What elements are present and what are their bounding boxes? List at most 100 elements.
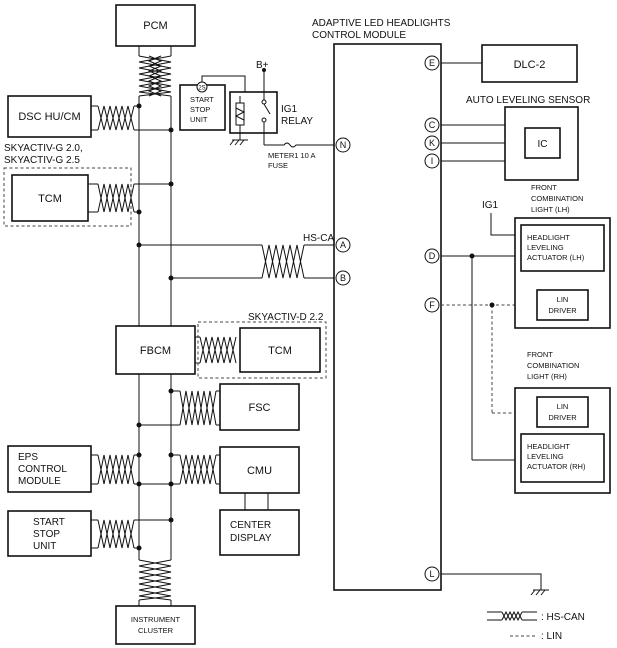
front-lh-label-2: COMBINATION [531, 194, 583, 203]
pin-d: D [424, 248, 440, 264]
skyactiv-g-label-2: SKYACTIV-G 2.5 [4, 155, 80, 166]
connector-2s-label: 2S [198, 86, 205, 92]
pin-n: N [335, 137, 351, 153]
front-lh-group: FRONT COMBINATION LIGHT (LH) IG1 HEADLIG… [482, 183, 611, 329]
center-display-label-2: DISPLAY [230, 533, 272, 544]
ground-icon-module [530, 589, 549, 596]
fsc-label: FSC [249, 402, 271, 414]
pcm-module: PCM [115, 4, 196, 47]
actuator-lh-label-2: LEVELING [527, 243, 564, 252]
branch-eps [91, 452, 174, 487]
actuator-rh-label-2: LEVELING [527, 452, 564, 461]
front-lh-label-1: FRONT [531, 183, 557, 192]
actuator-lh-label-1: HEADLIGHT [527, 233, 570, 242]
pin-i: I [424, 153, 440, 169]
pin-b: B [335, 270, 351, 286]
fuse-label-1: METER1 10 A [268, 151, 316, 160]
branch-sss [91, 517, 174, 551]
branch-dsc [91, 103, 174, 133]
ig1-relay-icon [229, 91, 278, 134]
svg-text:L: L [429, 569, 434, 579]
power-circuit: START STOP UNIT 2S B+ IG1 RELAY METER1 1… [179, 60, 334, 170]
lin-driver-rh-label-2: DRIVER [548, 413, 577, 422]
lin-driver-lh-label-1: LIN [557, 295, 569, 304]
center-display-label-1: CENTER [230, 520, 271, 531]
small-start-stop-label-2: STOP [190, 105, 210, 114]
svg-text:B: B [340, 273, 346, 283]
lin-driver-lh-label-2: DRIVER [548, 306, 577, 315]
svg-text:C: C [429, 120, 436, 130]
branch-hs-can [136, 242, 334, 281]
auto-leveling-label: AUTO LEVELING SENSOR [466, 95, 590, 106]
svg-text:E: E [429, 58, 435, 68]
hs-can-label: HS-CAN [303, 233, 341, 244]
start-stop-label-2: STOP [33, 529, 60, 540]
eps-label-1: EPS [18, 452, 38, 463]
dlc-label: DLC-2 [514, 59, 546, 71]
skyactiv-d-label: SKYACTIV-D 2.2 [248, 312, 324, 323]
actuator-lh-label-3: ACTUATOR (LH) [527, 253, 585, 262]
svg-text:K: K [429, 138, 435, 148]
branch-fsc [136, 388, 220, 428]
fuse-label-2: FUSE [268, 161, 288, 170]
svg-text:D: D [429, 251, 436, 261]
svg-text:I: I [431, 156, 434, 166]
ig1-relay-label-2: RELAY [281, 116, 313, 127]
branch-tcm-d [195, 336, 237, 364]
pin-f: F [424, 297, 440, 313]
pin-c: C [424, 117, 440, 133]
dsc-module: DSC HU/CM [7, 95, 92, 138]
ic-label: IC [538, 139, 548, 150]
fuse-icon [264, 142, 334, 148]
front-rh-label-3: LIGHT (RH) [527, 372, 567, 381]
pin-k: K [424, 135, 440, 151]
front-rh-group: FRONT COMBINATION LIGHT (RH) LIN DRIVER … [514, 350, 611, 494]
pcm-label: PCM [143, 20, 167, 32]
ig1-label: IG1 [482, 200, 499, 211]
svg-text:N: N [340, 140, 347, 150]
actuator-rh-label-3: ACTUATOR (RH) [527, 462, 586, 471]
eps-label-2: CONTROL [18, 464, 67, 475]
start-stop-module: START STOP UNIT [7, 510, 92, 557]
actuator-rh-label-1: HEADLIGHT [527, 442, 570, 451]
fsc-module: FSC [219, 383, 300, 431]
ig1-relay-label-1: IG1 [281, 104, 298, 115]
eps-label-3: MODULE [18, 476, 61, 487]
front-rh-label-2: COMBINATION [527, 361, 579, 370]
small-start-stop-label-3: UNIT [190, 115, 208, 124]
dlc-module: DLC-2 [481, 44, 578, 83]
branch-cmu [136, 452, 269, 510]
instrument-cluster-module: INSTRUMENT CLUSTER [115, 605, 196, 645]
instrument-cluster-label-2: CLUSTER [138, 626, 174, 635]
pin-a: A [335, 237, 351, 253]
svg-text:A: A [340, 240, 346, 250]
branch-tcm-g [88, 181, 174, 215]
skyactiv-d-group: SKYACTIV-D 2.2 TCM [197, 312, 327, 379]
trunk-twist-top [138, 55, 172, 97]
control-module-label-1: ADAPTIVE LED HEADLIGHTS [312, 18, 451, 29]
cmu-label: CMU [247, 465, 272, 477]
dsc-label: DSC HU/CM [18, 111, 80, 123]
eps-module: EPS CONTROL MODULE [7, 445, 92, 493]
cmu-module: CMU [219, 446, 300, 494]
legend-lin-label: : LIN [541, 631, 562, 642]
tcm-d-label: TCM [268, 345, 292, 357]
pin-e: E [424, 55, 440, 71]
front-lh-label-3: LIGHT (LH) [531, 205, 570, 214]
instrument-cluster-label-1: INSTRUMENT [131, 615, 181, 624]
lin-driver-rh-label-1: LIN [557, 402, 569, 411]
trunk-twist-bottom [138, 559, 172, 601]
front-rh-label-1: FRONT [527, 350, 553, 359]
start-stop-label-3: UNIT [33, 541, 56, 552]
skyactiv-g-label-1: SKYACTIV-G 2.0, [4, 143, 83, 154]
control-module: ADAPTIVE LED HEADLIGHTS CONTROL MODULE [312, 18, 451, 591]
auto-leveling-sensor: AUTO LEVELING SENSOR IC [466, 95, 590, 181]
fbcm-label: FBCM [140, 345, 171, 357]
svg-text:F: F [429, 300, 435, 310]
control-module-label-2: CONTROL MODULE [312, 30, 406, 41]
legend-hs-can-label: : HS-CAN [541, 612, 585, 623]
legend: : HS-CAN : LIN [487, 610, 585, 642]
start-stop-label-1: START [33, 517, 65, 528]
fbcm-module: FBCM [115, 325, 196, 375]
